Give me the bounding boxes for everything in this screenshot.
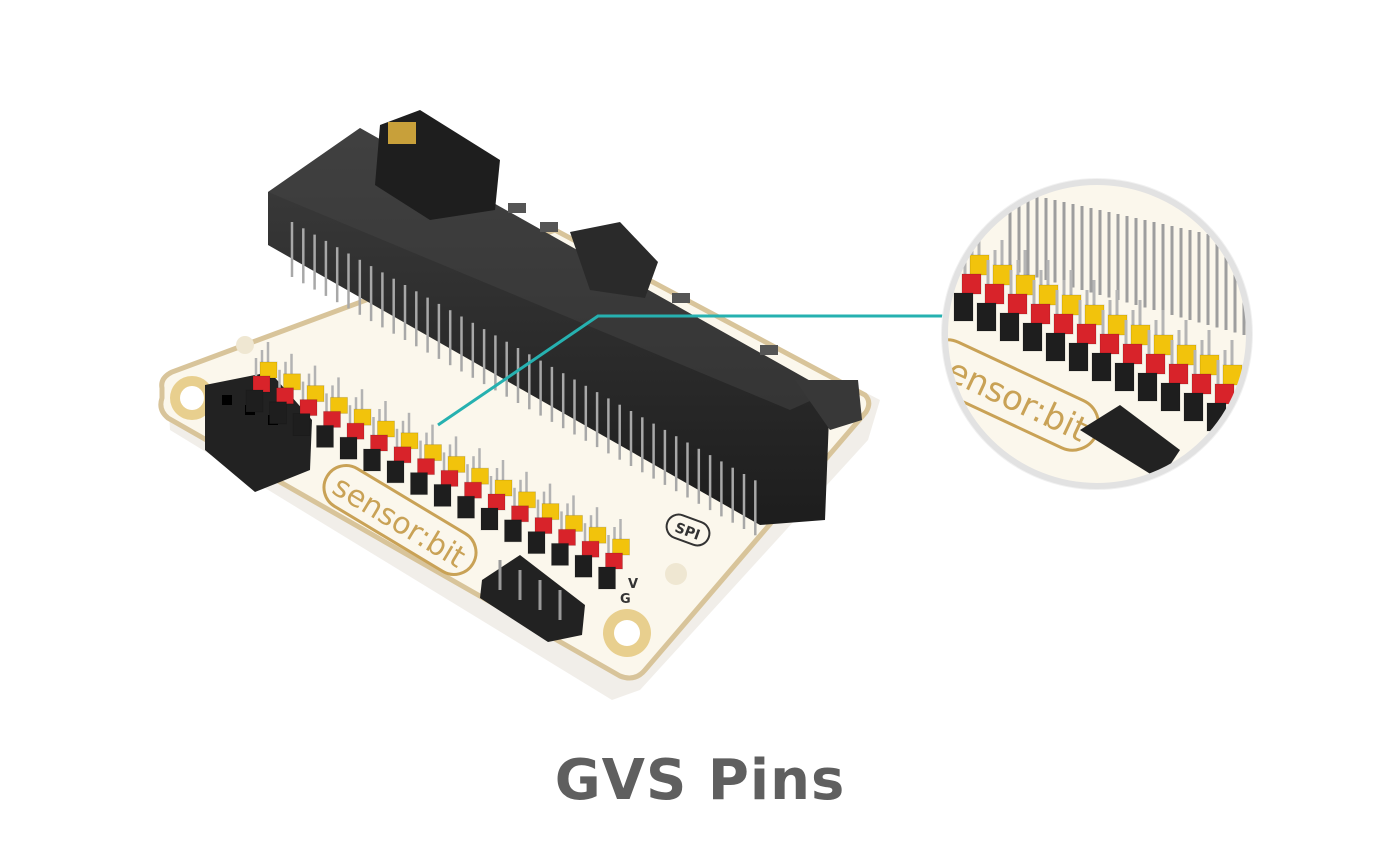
callout-line: [437, 314, 945, 427]
connector-pin-comb: [290, 222, 757, 536]
smd-components: [508, 203, 778, 355]
spi-header: [480, 555, 585, 642]
svg-text:G: G: [620, 592, 631, 607]
magnifier-circle: sensor:bit: [941, 178, 1253, 490]
gvs-pin-rows: [245, 342, 630, 590]
caption-title: GVS Pins: [554, 748, 846, 813]
audio-jack: [375, 110, 500, 220]
mounting-holes: [170, 336, 687, 657]
svg-text:V: V: [628, 577, 638, 592]
